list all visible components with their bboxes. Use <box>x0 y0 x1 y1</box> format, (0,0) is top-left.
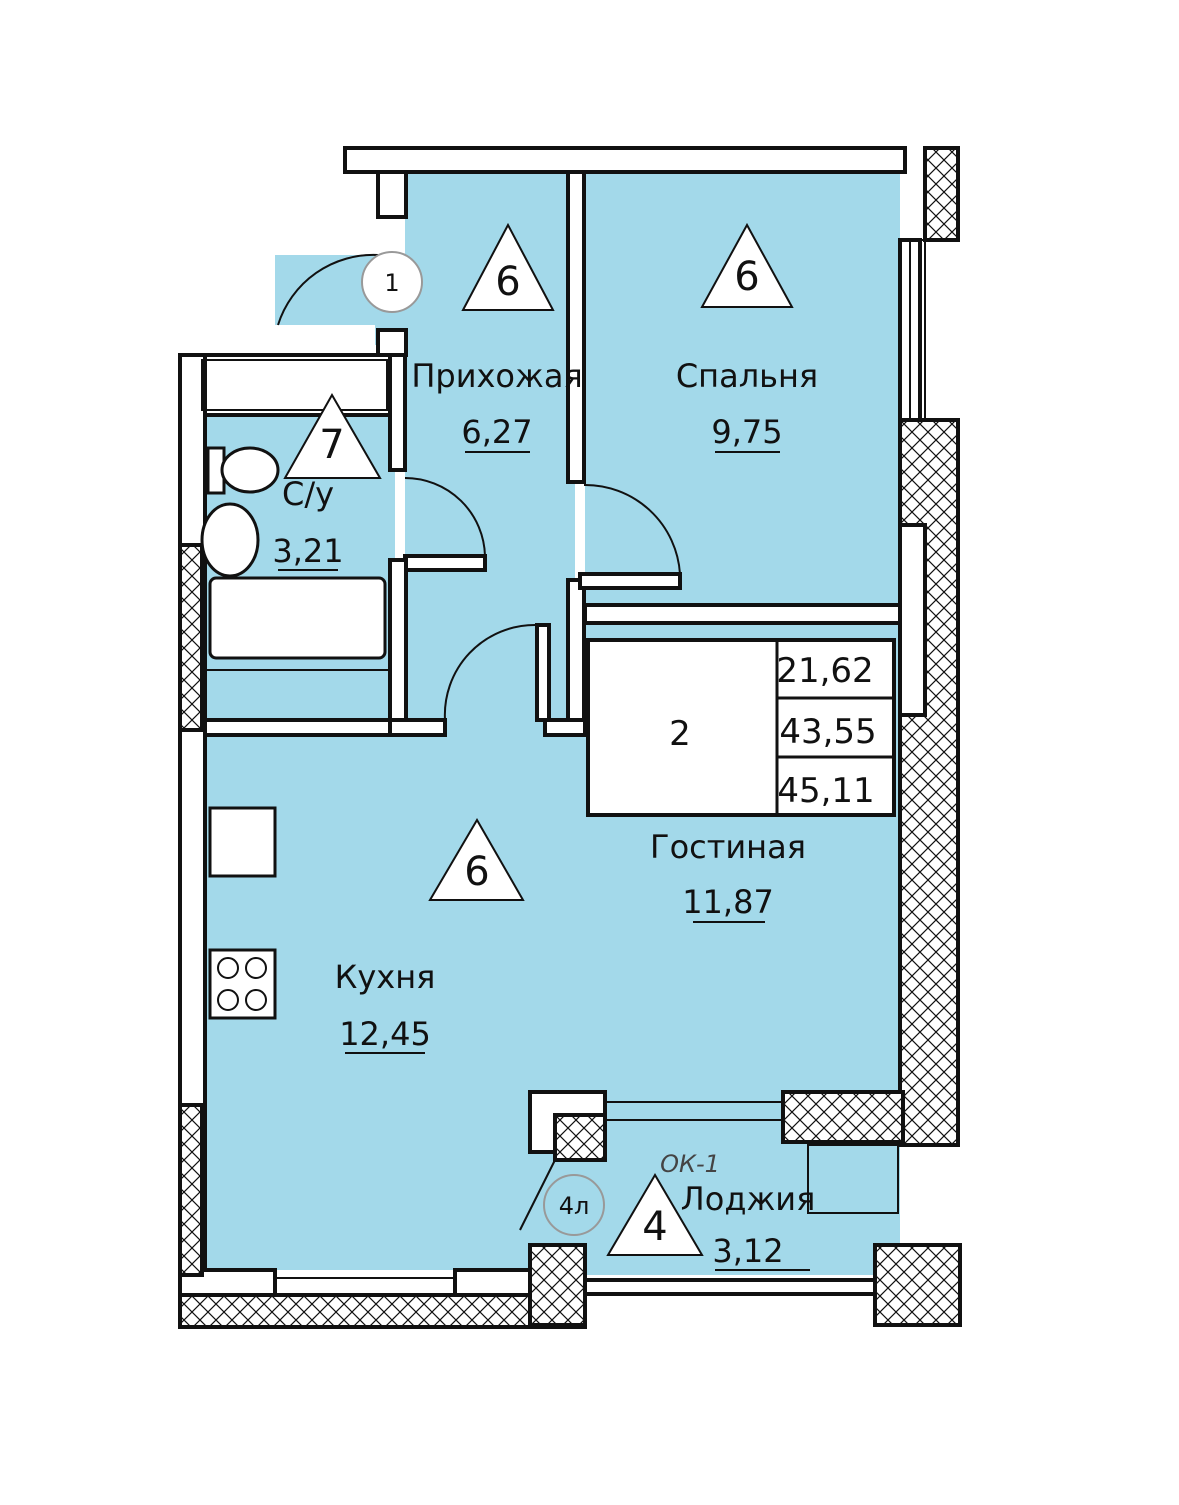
living-name: Гостиная <box>650 828 806 866</box>
toilet-bowl <box>220 446 280 494</box>
room-marks: 6 6 7 6 4 <box>283 222 794 1256</box>
fixtures <box>200 446 899 1214</box>
bathroom-area-value: 3,21 <box>272 532 343 570</box>
hallway-name: Прихожая <box>411 357 582 395</box>
kitchen-name: Кухня <box>335 958 436 996</box>
total-area: 43,55 <box>779 712 876 752</box>
bathroom-sink <box>200 502 260 578</box>
bathroom-mark: 7 <box>319 422 344 468</box>
living-area-value: 11,87 <box>682 883 774 921</box>
bedroom-mark: 6 <box>734 254 759 300</box>
room-labels: Прихожая 6,27 Спальня 9,75 С/у 3,21 Гост… <box>272 357 818 1271</box>
windows <box>201 239 926 1297</box>
stove <box>208 948 277 1020</box>
kitchen-sink <box>208 806 277 878</box>
loggia-door-leaf <box>519 1159 556 1231</box>
loggia-area-value: 3,12 <box>712 1232 783 1270</box>
loggia-door-mark: 4л <box>559 1192 590 1220</box>
kitchen-mark: 6 <box>464 849 489 895</box>
kitchen-area-value: 12,45 <box>339 1015 431 1053</box>
kitchen-door-swing <box>443 623 536 721</box>
hatched-walls <box>178 146 962 1329</box>
bedroom-name: Спальня <box>676 357 818 395</box>
loggia-dryer <box>807 1144 899 1214</box>
hallway-area-value: 6,27 <box>461 413 532 451</box>
doors <box>277 253 681 1231</box>
window-label: ОК-1 <box>660 1150 720 1178</box>
bathroom-name: С/у <box>282 475 334 513</box>
bedroom-door-swing <box>583 483 681 575</box>
total-area-with-loggia: 45,11 <box>777 771 874 811</box>
bathroom-door-swing <box>404 477 486 557</box>
loggia-name: Лоджия <box>681 1180 816 1218</box>
entrance-door-swing <box>277 253 379 326</box>
hallway-mark: 6 <box>495 259 520 305</box>
bathtub <box>208 576 387 660</box>
living-area-total: 21,62 <box>776 651 873 691</box>
bedroom-area-value: 9,75 <box>711 413 782 451</box>
summary-table: 2 21,62 43,55 45,11 <box>586 638 896 817</box>
entrance-mark: 1 <box>384 269 399 297</box>
loggia-mark: 4 <box>642 1204 667 1250</box>
rooms-count: 2 <box>669 714 691 754</box>
